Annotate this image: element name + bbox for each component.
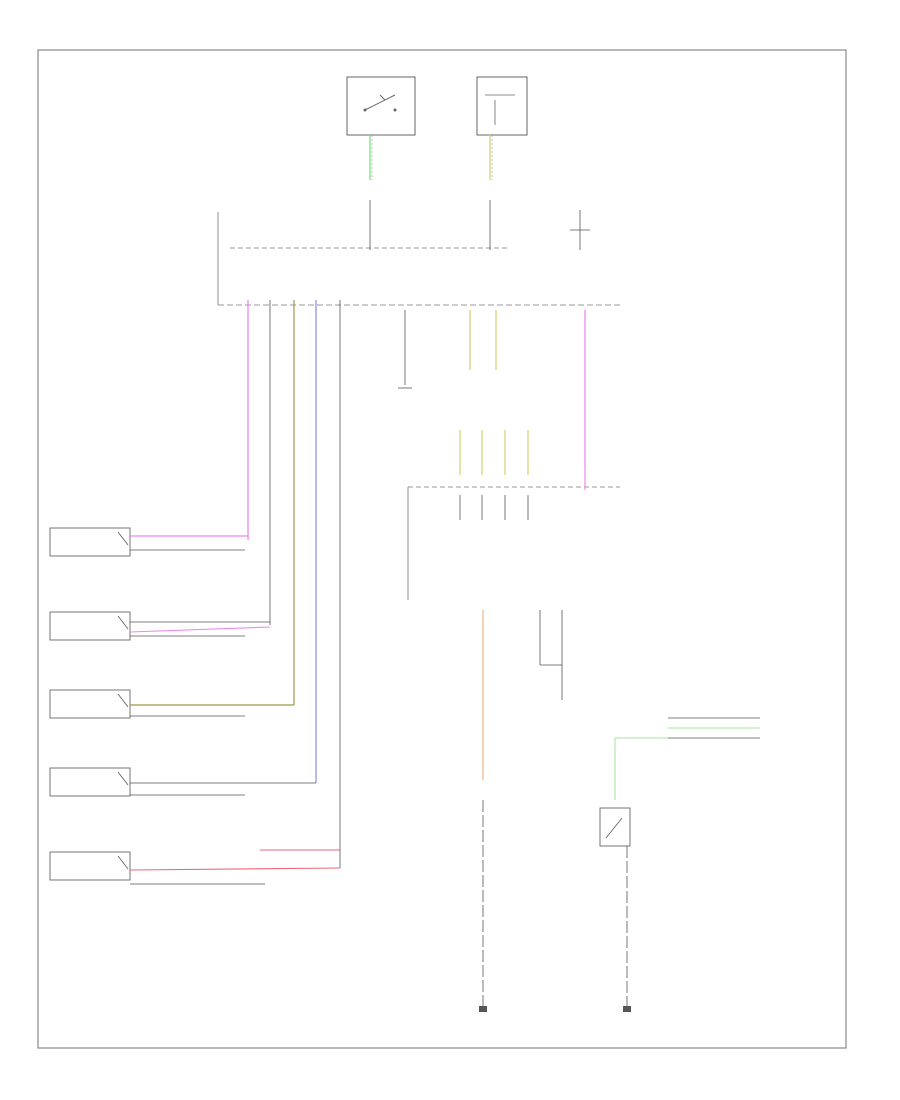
diagram-frame (37, 49, 847, 1049)
smart-junction-box (217, 212, 620, 306)
bottom-ground-right (623, 1006, 631, 1012)
switch-3 (49, 689, 294, 719)
instrument-cluster (407, 470, 620, 600)
relay-component (599, 807, 631, 847)
switch-5 (49, 849, 341, 885)
ground-loop (539, 610, 563, 700)
connector-cluster (459, 430, 529, 475)
ignition-switch (346, 76, 416, 136)
right-connector-block (614, 717, 760, 800)
switch-4 (49, 767, 316, 797)
switch-2 (49, 611, 271, 641)
switch-1 (49, 527, 248, 557)
fuse-box (476, 76, 528, 136)
bottom-ground-center (479, 1006, 487, 1012)
